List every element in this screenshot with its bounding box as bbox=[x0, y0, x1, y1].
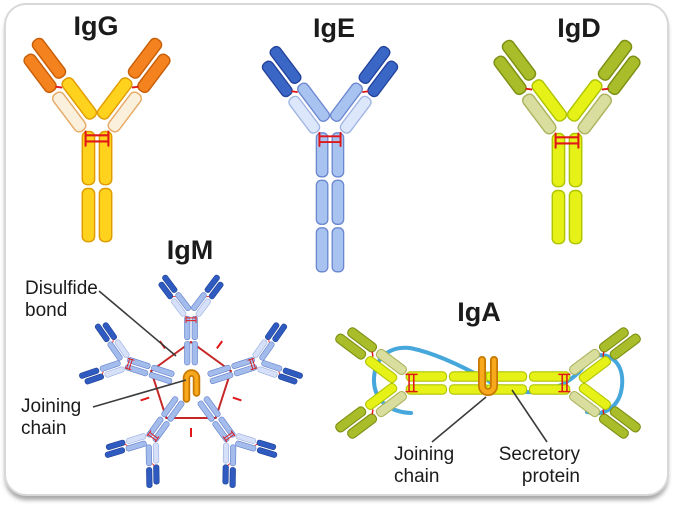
igm-joining-chain-leader bbox=[92, 379, 187, 408]
iga-joining-chain bbox=[478, 356, 498, 396]
igg-title: IgG bbox=[73, 11, 119, 41]
igm-monomer-5 bbox=[79, 322, 175, 385]
iga-monomer-left bbox=[335, 327, 491, 439]
igm-title: IgM bbox=[166, 235, 214, 265]
iga-monomer-right bbox=[485, 327, 641, 439]
igm-disulfide-tick bbox=[232, 396, 242, 402]
igm-monomer-4 bbox=[104, 396, 185, 488]
iga-title: IgA bbox=[457, 297, 501, 327]
igm-monomer-3 bbox=[197, 396, 278, 488]
igd-title: IgD bbox=[557, 13, 601, 43]
igm-disulfide-tick bbox=[140, 396, 150, 402]
igm-monomer-2 bbox=[207, 322, 303, 385]
iga-secretory-protein-leader bbox=[511, 389, 548, 443]
ige-title: IgE bbox=[312, 13, 356, 43]
igm-joining-chain-label: Joining chain bbox=[21, 396, 82, 439]
ige-antibody bbox=[261, 45, 399, 273]
igm-disulfide-bond-label: Disulfide bond bbox=[25, 278, 98, 321]
iga-joining-chain-label: Joining chain bbox=[394, 444, 455, 487]
igm-monomer-1 bbox=[158, 274, 224, 366]
igm-disulfide-tick bbox=[216, 340, 224, 349]
igm-disulfide-bond-leader bbox=[98, 290, 177, 357]
iga-secretory-protein-label: Secretory protein bbox=[498, 444, 580, 487]
igm-joining-chain bbox=[182, 369, 201, 403]
igg-antibody bbox=[23, 37, 171, 243]
iga-joining-chain-leader bbox=[431, 396, 487, 443]
igd-antibody bbox=[493, 39, 641, 245]
